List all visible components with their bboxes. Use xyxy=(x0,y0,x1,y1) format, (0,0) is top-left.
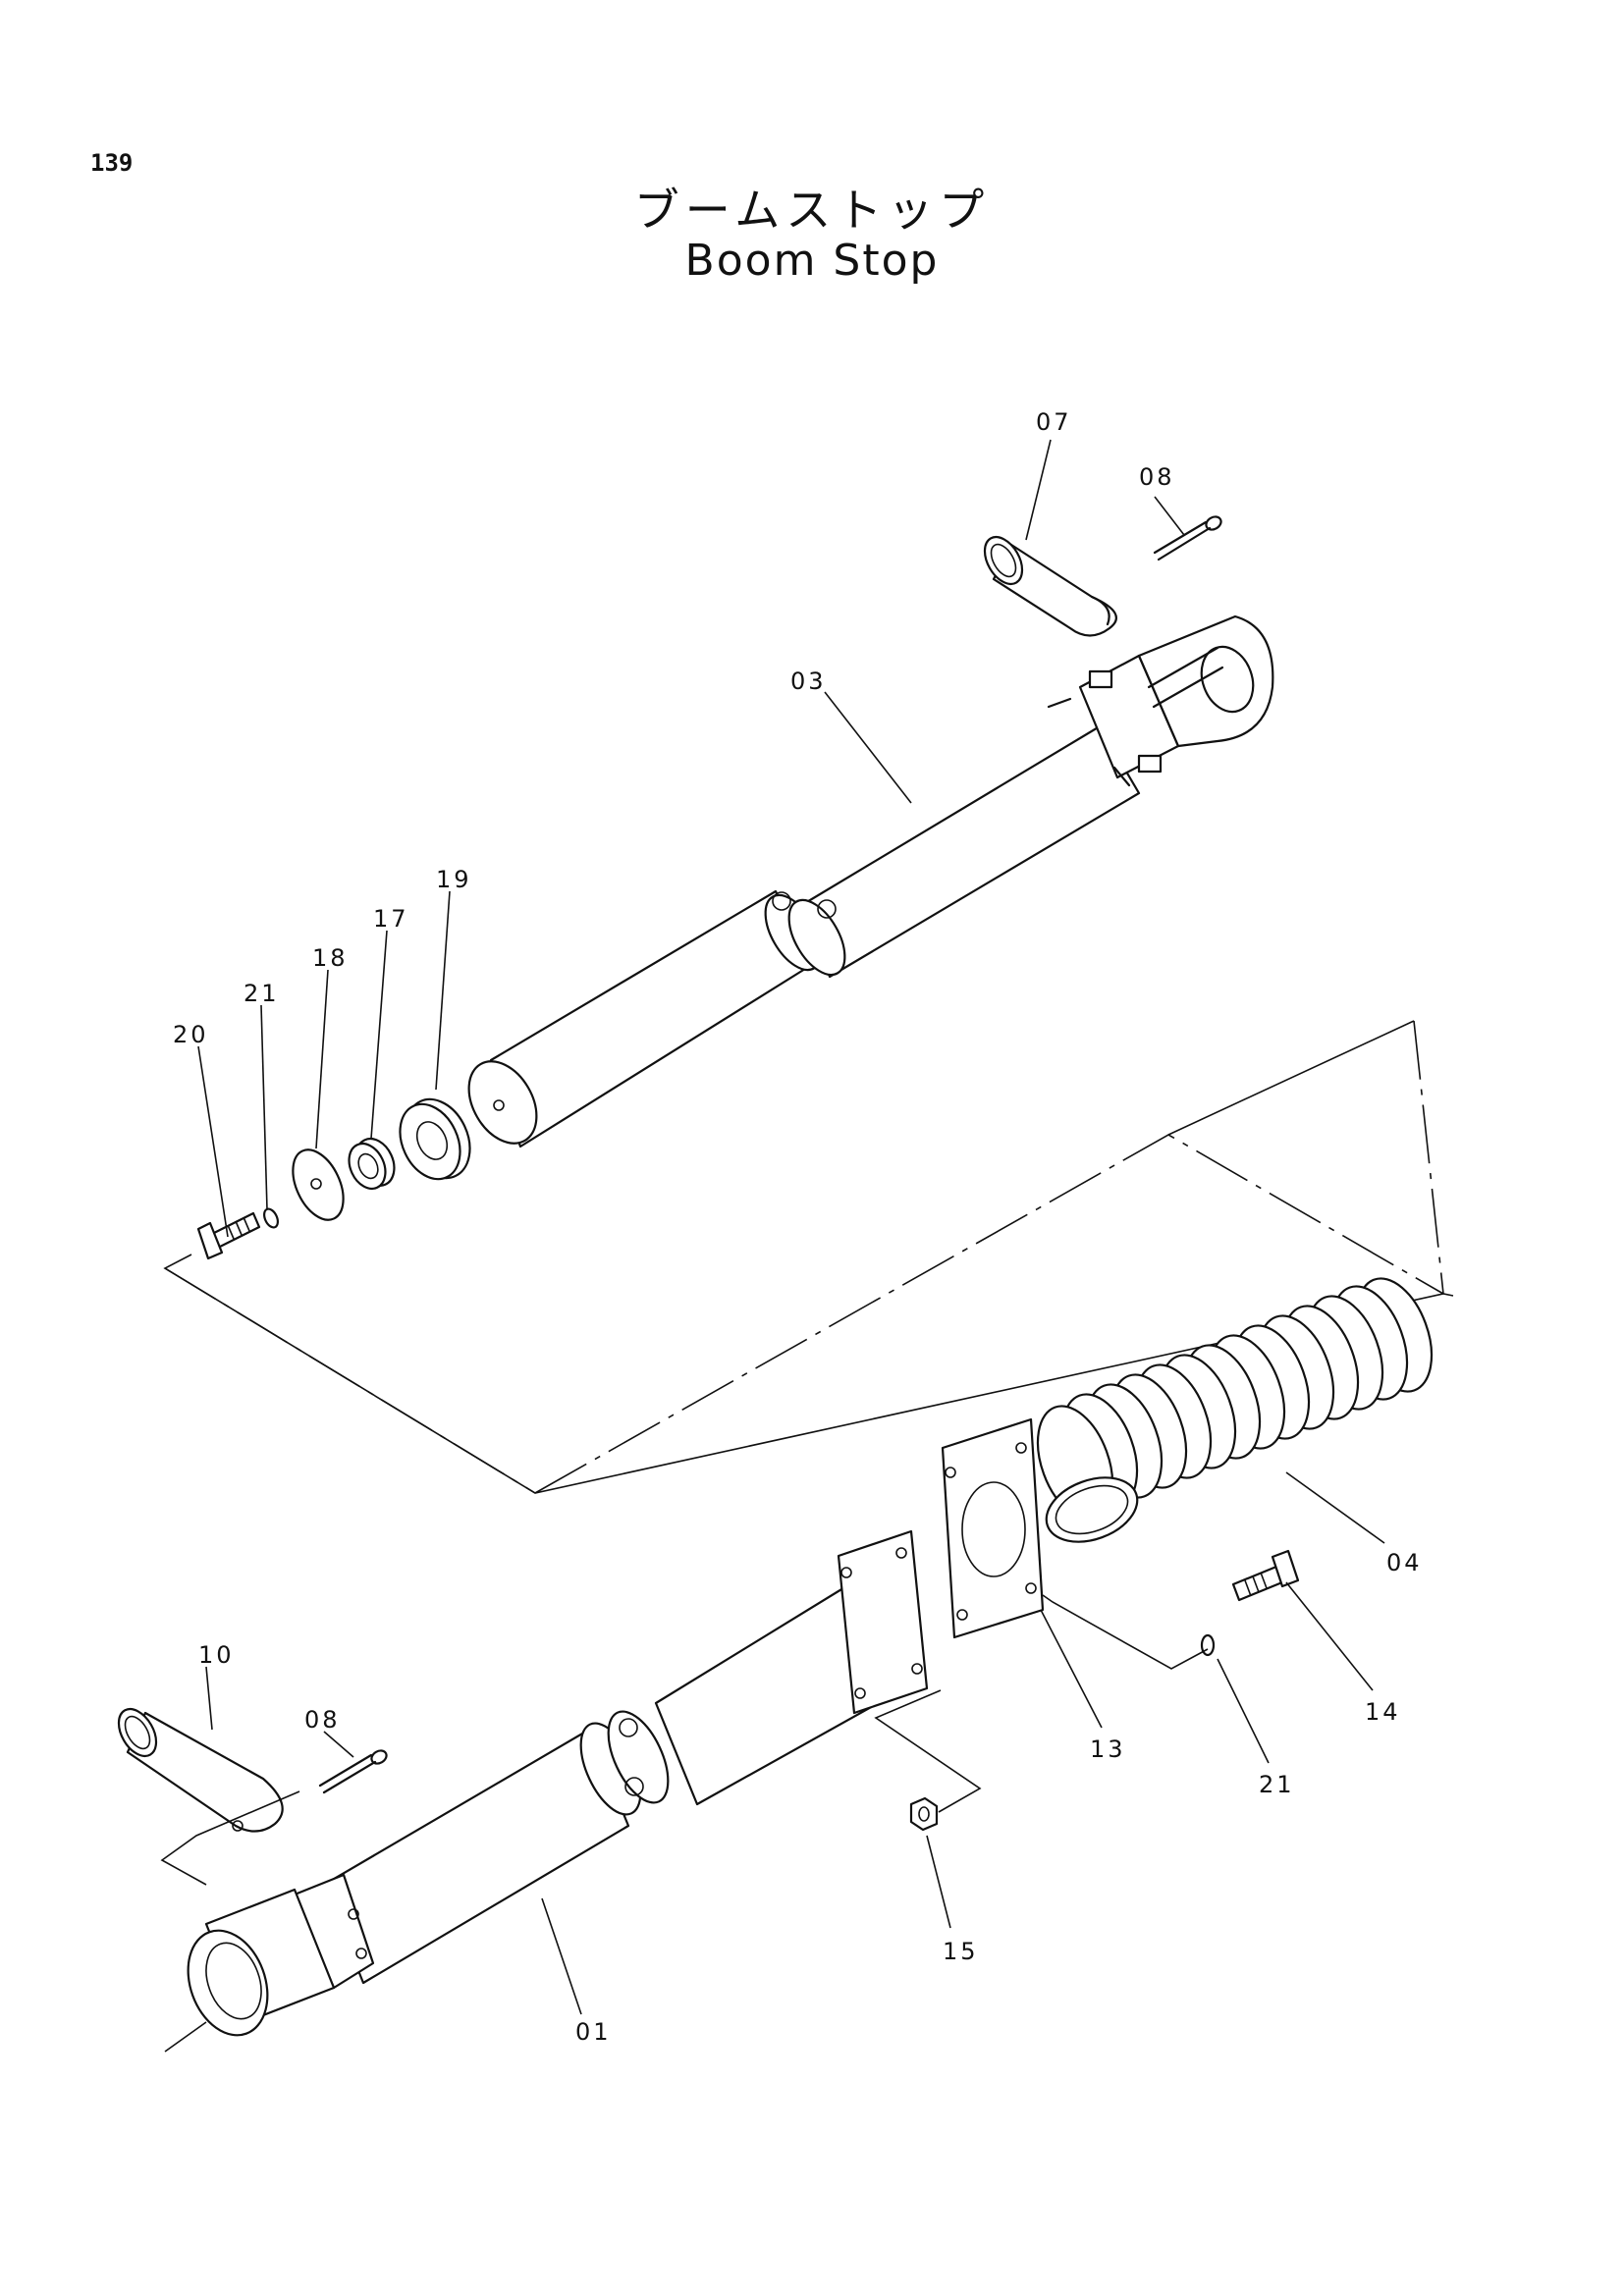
part-19-bushing xyxy=(399,1097,471,1181)
callout-20: 20 xyxy=(173,1021,209,1048)
callout-10: 10 xyxy=(198,1641,235,1669)
callout-13: 13 xyxy=(1090,1735,1126,1763)
callout-04: 04 xyxy=(1386,1549,1423,1576)
callout-17: 17 xyxy=(373,905,409,933)
part-21-lock-washer-upper xyxy=(263,1207,279,1229)
part-08-cotter-pin-upper xyxy=(1153,515,1222,561)
part-08-cotter-pin-lower xyxy=(318,1749,388,1794)
callout-08-upper: 08 xyxy=(1139,463,1175,491)
part-15-nut xyxy=(909,1796,939,1832)
callout-21-upper: 21 xyxy=(244,980,280,1007)
callout-07: 07 xyxy=(1036,408,1072,436)
assembly-lines-upper xyxy=(163,1020,1454,1494)
page-number: 139 xyxy=(90,149,134,177)
part-18-washer xyxy=(292,1148,345,1221)
part-07-pin xyxy=(983,536,1117,637)
callout-14: 14 xyxy=(1365,1698,1401,1726)
callout-15: 15 xyxy=(943,1938,979,1965)
part-20-bolt xyxy=(196,1211,261,1260)
callout-19: 19 xyxy=(436,866,472,893)
callouts: 07 08 03 19 17 18 21 20 04 10 08 13 14 2… xyxy=(173,408,1423,2046)
title-japanese: ブームストップ xyxy=(633,184,991,237)
part-21-lock-washer-lower xyxy=(1200,1633,1216,1657)
part-17-collar xyxy=(348,1137,396,1191)
part-03-rod xyxy=(467,614,1274,1148)
part-10-pin xyxy=(117,1708,284,1833)
callout-21-lower: 21 xyxy=(1259,1771,1295,1798)
callout-03: 03 xyxy=(790,667,827,695)
callout-01: 01 xyxy=(575,2018,612,2046)
callout-18: 18 xyxy=(312,944,349,972)
part-04-spring xyxy=(1036,1277,1434,1543)
assembly-lines-lower xyxy=(160,1594,1209,2053)
part-14-bolt xyxy=(1231,1549,1300,1602)
leader-lines xyxy=(197,439,1385,2015)
callout-08-lower: 08 xyxy=(304,1706,341,1734)
part-01-cylinder xyxy=(187,1529,929,2037)
part-13-plate xyxy=(941,1417,1045,1639)
title-english: Boom Stop xyxy=(684,236,940,286)
